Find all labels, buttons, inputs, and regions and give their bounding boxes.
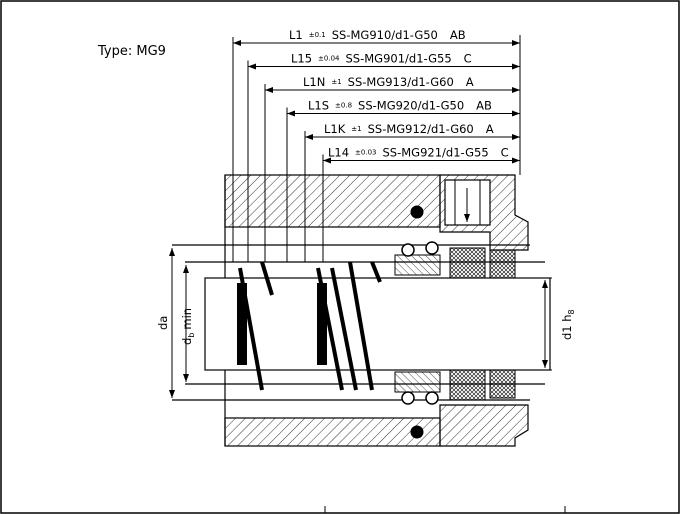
db-label: dbmin [180,308,196,345]
shaft [204,277,551,371]
seal-rings-lower [394,369,516,405]
seal-rings-upper [394,241,516,279]
d1-label: d1 h8 [560,309,576,340]
da-label: da [156,316,170,330]
type-label: Type: MG9 [97,44,166,59]
spring [238,261,382,391]
diameter-dimensions [169,248,552,398]
bottom-ticks [324,506,566,513]
lower-housing [224,404,529,447]
upper-housing [224,174,529,251]
